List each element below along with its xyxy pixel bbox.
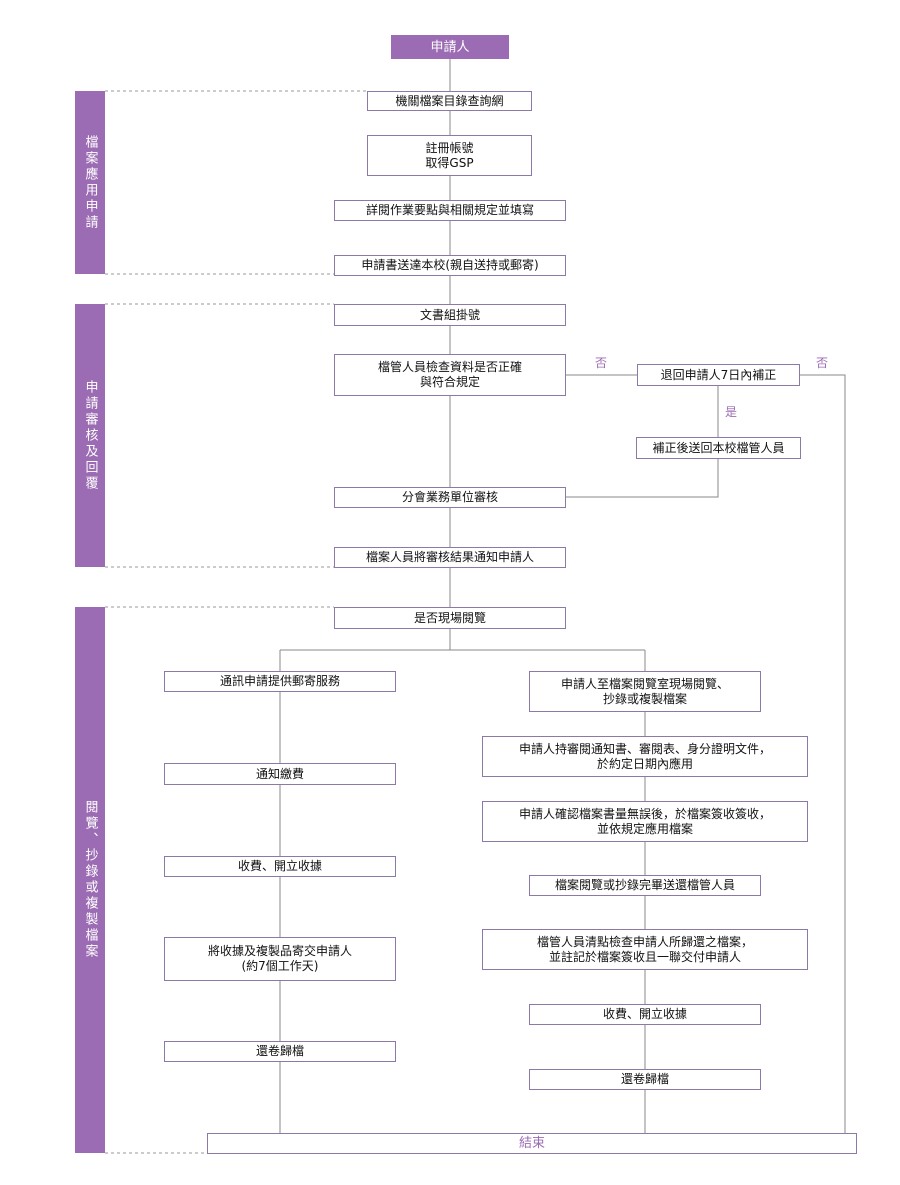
edge-label-no-return: 否 <box>816 356 829 370</box>
read-rules-node: 詳閱作業要點與相關規定並填寫 <box>334 200 566 221</box>
return-node: 退回申請人7日內補正 <box>637 364 800 386</box>
fee-left-node: 收費、開立收據 <box>164 856 396 877</box>
submit-node: 申請書送達本校(親自送持或郵寄) <box>334 255 566 276</box>
section-reading-label: 閱覽、抄錄或複製檔案 <box>82 800 98 960</box>
staff-check-node: 檔管人員清點檢查申請人所歸還之檔案， 並註記於檔案簽收且一聯交付申請人 <box>482 929 808 970</box>
end-node: 結束 <box>207 1133 857 1154</box>
archive-left-node: 還卷歸檔 <box>164 1041 396 1062</box>
query-site-node: 機關檔案目錄查詢網 <box>367 91 532 111</box>
archive-right-node: 還卷歸檔 <box>529 1069 761 1090</box>
resend-node: 補正後送回本校檔管人員 <box>636 437 801 459</box>
doc-register-node: 文書組掛號 <box>334 304 566 326</box>
edge-label-no-check: 否 <box>595 356 608 370</box>
section-review-label: 申請審核及回覆 <box>82 379 98 492</box>
unit-review-node: 分會業務單位審核 <box>334 487 566 508</box>
connector-return-end <box>800 374 846 1133</box>
connector-lines <box>279 59 846 1133</box>
section-apply: 檔案應用申請 <box>75 91 105 274</box>
return-staff-node: 檔案閱覽或抄錄完畢送還檔管人員 <box>529 875 761 896</box>
edge-label-yes-return: 是 <box>725 405 738 419</box>
check-node: 檔管人員檢查資料是否正確 與符合規定 <box>334 354 566 396</box>
register-node: 註冊帳號 取得GSP <box>367 135 532 176</box>
pay-notice-node: 通知繳費 <box>164 763 396 785</box>
connector-resend-unitreview <box>566 459 719 498</box>
confirm-node: 申請人確認檔案書量無誤後，於檔案簽收簽收， 並依規定應用檔案 <box>482 801 808 842</box>
section-reading: 閱覽、抄錄或複製檔案 <box>75 607 105 1153</box>
onsite-node: 是否現場閱覽 <box>334 607 566 629</box>
notify-node: 檔案人員將審核結果通知申請人 <box>334 547 566 568</box>
mail-service-node: 通訊申請提供郵寄服務 <box>164 671 396 692</box>
send-copy-node: 將收據及複製品寄交申請人 (約7個工作天) <box>164 937 396 981</box>
section-guides <box>105 90 367 1154</box>
fee-right-node: 收費、開立收據 <box>529 1004 761 1025</box>
section-apply-label: 檔案應用申請 <box>82 134 98 231</box>
applicant-node: 申請人 <box>391 35 509 59</box>
section-review: 申請審核及回覆 <box>75 304 105 567</box>
onsite-read-node: 申請人至檔案閱覽室現場閱覽、 抄錄或複製檔案 <box>529 671 761 712</box>
bring-docs-node: 申請人持審閱通知書、審閱表、身分證明文件， 於約定日期內應用 <box>482 736 808 777</box>
